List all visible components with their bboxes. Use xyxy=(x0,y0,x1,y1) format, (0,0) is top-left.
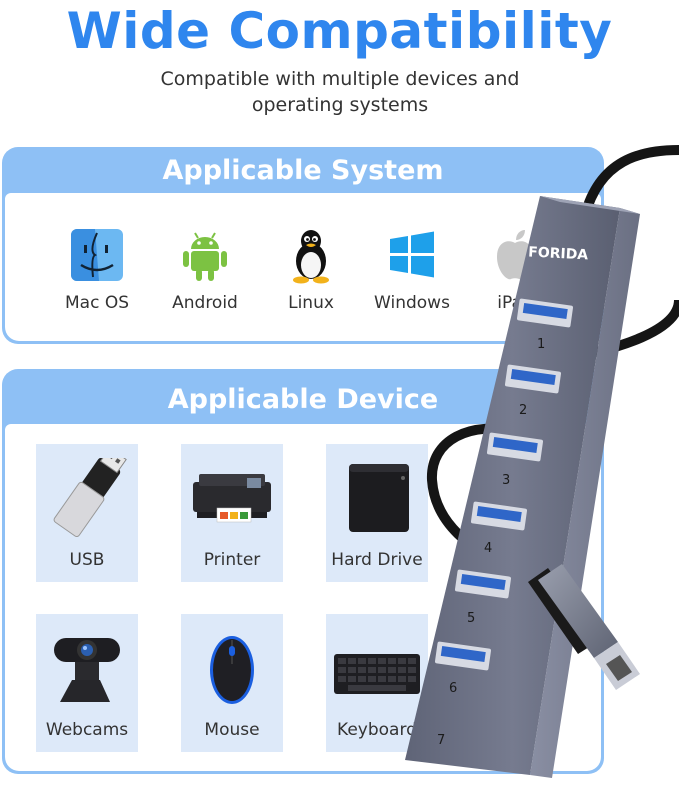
device-card-printer: Printer xyxy=(181,444,283,582)
applicable-device-title: Applicable Device xyxy=(167,384,439,415)
device-card-hard-drive: Hard Drive xyxy=(326,444,428,582)
apple-icon xyxy=(497,230,533,280)
page-title: Wide Compatibility xyxy=(66,2,613,60)
hard-drive-icon xyxy=(349,464,409,532)
device-label: Hard Drive xyxy=(331,550,423,570)
linux-penguin-icon xyxy=(293,230,329,284)
system-item-macos: Mac OS xyxy=(47,225,147,313)
system-label: iPad xyxy=(497,293,533,313)
android-icon xyxy=(183,232,227,281)
device-label: Webcams xyxy=(45,720,129,740)
printer-icon xyxy=(193,474,271,523)
mac-finder-icon xyxy=(71,229,123,281)
device-label: Mouse xyxy=(204,720,260,740)
system-item-linux: Linux xyxy=(261,225,361,313)
applicable-device-body: USB Printer Hard Drive xyxy=(5,424,601,771)
system-item-android: Android xyxy=(155,225,255,313)
applicable-device-panel: Applicable Device USB xyxy=(2,369,604,774)
page-subtitle: Compatible with multiple devices and ope… xyxy=(90,66,590,118)
device-card-mouse: Mouse xyxy=(181,614,283,752)
usb-drive-icon xyxy=(53,458,127,538)
system-label: Mac OS xyxy=(64,293,129,313)
applicable-system-title: Applicable System xyxy=(162,155,444,186)
subtitle-line-1: Compatible with multiple devices and xyxy=(160,68,520,90)
system-item-windows: Windows xyxy=(362,225,462,313)
mouse-icon xyxy=(210,636,254,704)
device-label: Keyboard xyxy=(337,720,417,740)
system-label: Android xyxy=(172,293,238,313)
device-card-usb: USB xyxy=(36,444,138,582)
device-label: USB xyxy=(69,550,105,570)
device-card-webcam: Webcams xyxy=(36,614,138,752)
windows-icon xyxy=(390,231,434,278)
applicable-system-panel: Applicable System Mac OS xyxy=(2,147,604,344)
keyboard-icon xyxy=(334,654,420,694)
applicable-system-body: Mac OS Android xyxy=(5,193,601,341)
device-card-keyboard: Keyboard xyxy=(326,614,428,752)
system-label: Windows xyxy=(374,293,450,313)
device-label: Printer xyxy=(203,550,261,570)
webcam-icon xyxy=(54,638,120,702)
system-item-ipad: iPad xyxy=(465,225,565,313)
subtitle-line-2: operating systems xyxy=(251,94,429,116)
system-label: Linux xyxy=(288,293,334,313)
